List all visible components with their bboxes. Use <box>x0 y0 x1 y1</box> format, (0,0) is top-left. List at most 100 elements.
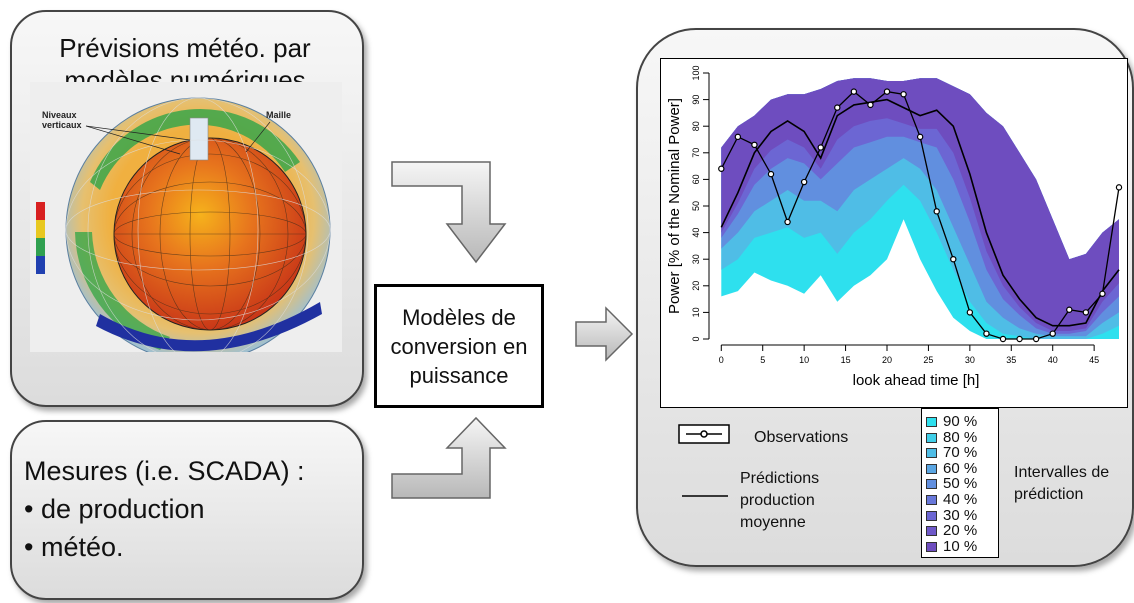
label-vertical-levels-1: Niveaux <box>42 110 77 120</box>
interval-legend-label: 20 % <box>943 522 978 540</box>
observation-point <box>1115 184 1123 191</box>
x-tick-label: 35 <box>1006 355 1016 365</box>
interval-legend-label: 70 % <box>943 444 978 462</box>
observation-point <box>900 91 907 98</box>
interval-swatch-icon <box>926 463 937 474</box>
prediction-interval-legend: 90 %80 %70 %60 %50 %40 %30 %20 %10 % <box>921 408 999 558</box>
observations-marker-icon <box>700 430 708 438</box>
observation-point <box>1016 335 1023 343</box>
y-tick-label: 70 <box>691 148 701 158</box>
scale-bar-blue <box>36 256 45 274</box>
observation-point <box>1066 306 1073 313</box>
observation-point <box>751 141 758 149</box>
shell-grid <box>65 97 331 352</box>
observation-point <box>784 218 791 226</box>
x-tick-label: 15 <box>841 355 851 365</box>
y-tick-label: 90 <box>691 95 701 105</box>
interval-legend-label: 80 % <box>943 428 978 446</box>
interval-legend-item: 30 % <box>926 506 978 524</box>
interval-swatch-icon <box>926 448 937 459</box>
observation-point <box>850 88 858 95</box>
conversion-model-box: Modèles de conversion en puissance <box>374 284 544 408</box>
x-tick-label: 40 <box>1048 355 1058 365</box>
y-tick-label: 80 <box>691 121 701 131</box>
label-mesh: Maille <box>266 110 291 120</box>
measurements-panel <box>10 420 364 600</box>
y-tick-label: 50 <box>691 201 701 211</box>
globe-illustration: Niveaux verticaux Maille <box>30 82 342 352</box>
blue-bottom-band <box>96 302 322 352</box>
legend-intervals-line1: Intervalles de <box>1014 464 1110 481</box>
mean-prediction-line <box>720 98 1120 327</box>
x-tick-label: 10 <box>799 355 809 365</box>
observation-point <box>867 101 874 109</box>
y-tick-label: 40 <box>691 228 701 238</box>
interval-legend-item: 10 % <box>926 537 978 555</box>
interval-swatch-icon <box>926 495 937 506</box>
interval-legend-label: 30 % <box>943 506 978 524</box>
interval-legend-label: 60 % <box>943 459 978 477</box>
interval-swatch-icon <box>926 510 937 521</box>
observation-point <box>834 104 841 111</box>
observation-point <box>883 88 891 95</box>
observation-point <box>966 309 974 316</box>
interval-legend-label: 10 % <box>943 537 978 555</box>
conversion-line3: puissance <box>409 362 509 388</box>
legend-mean-line2: production <box>740 492 815 509</box>
measurements-line3: • météo. <box>24 532 124 562</box>
observation-point <box>999 335 1007 343</box>
scale-bar-yellow <box>36 220 45 238</box>
interval-legend-item: 50 % <box>926 475 978 493</box>
y-tick-label: 0 <box>691 336 701 341</box>
arrow-down-from-weather <box>391 161 507 264</box>
interval-swatch-icon <box>926 417 937 428</box>
observation-point <box>767 170 775 178</box>
y-axis-label: Power [% of the Nominal Power] <box>666 98 683 314</box>
scale-bar-red <box>36 202 45 220</box>
y-tick-label: 20 <box>691 281 701 291</box>
interval-swatch-icon <box>926 479 937 490</box>
interval-legend-item: 80 % <box>926 428 978 446</box>
x-tick-label: 5 <box>760 355 765 365</box>
arrow-right-to-chart <box>575 306 634 362</box>
label-vertical-levels-2: verticaux <box>42 120 82 130</box>
green-layer <box>90 108 300 190</box>
x-tick-label: 45 <box>1089 355 1099 365</box>
legend-intervals-label: Intervalles de prédiction <box>1014 462 1109 506</box>
observation-point <box>983 330 990 337</box>
y-tick-label: 30 <box>691 254 701 264</box>
legend-mean-line3: moyenne <box>740 514 806 531</box>
interval-legend-item: 40 % <box>926 491 978 508</box>
observation-point <box>933 208 940 215</box>
scale-bar-green <box>36 238 45 256</box>
y-tick-label: 100 <box>691 65 701 80</box>
x-tick-label: 30 <box>965 355 975 365</box>
interval-legend-item: 70 % <box>926 444 978 462</box>
interval-swatch-icon <box>926 526 937 537</box>
weather-title-line1: Prévisions météo. par <box>59 33 311 63</box>
observation-point <box>817 144 824 151</box>
conversion-line1: Modèles de <box>402 304 516 330</box>
observation-point <box>950 255 957 263</box>
y-tick-label: 10 <box>691 307 701 317</box>
interval-legend-label: 90 % <box>943 413 978 430</box>
legend-mean-prediction: Prédictions production moyenne <box>740 468 819 534</box>
observation-point <box>1082 309 1090 316</box>
interval-legend-label: 50 % <box>943 475 978 493</box>
interval-legend-item: 20 % <box>926 522 978 540</box>
interval-swatch-icon <box>926 541 937 552</box>
legend-mean-line1: Prédictions <box>740 470 820 487</box>
interval-band <box>721 78 1119 331</box>
x-axis-label: look ahead time [h] <box>853 372 980 389</box>
y-tick-label: 60 <box>691 174 701 184</box>
interval-swatch-icon <box>926 432 937 443</box>
observation-point <box>718 165 725 172</box>
measurements-line2: • de production <box>24 494 205 524</box>
x-tick-label: 20 <box>882 355 892 365</box>
globe-grid <box>113 137 307 331</box>
interval-legend-label: 40 % <box>943 491 978 508</box>
measurements-line1: Mesures (i.e. SCADA) : <box>24 456 305 486</box>
observation-point <box>1099 290 1106 297</box>
